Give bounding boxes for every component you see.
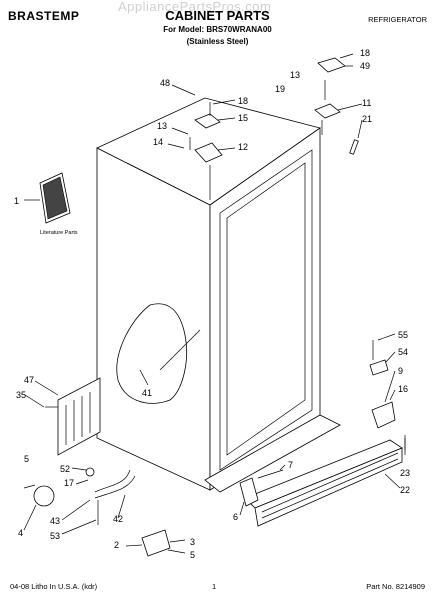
callout-47: 47: [24, 375, 34, 385]
callout-13-right: 13: [290, 70, 300, 80]
callout-21: 21: [362, 114, 372, 124]
callout-42: 42: [113, 514, 123, 524]
callout-55: 55: [398, 330, 408, 340]
callout-15: 15: [238, 113, 248, 123]
callout-13-left: 13: [157, 121, 167, 131]
literature-parts-label: Literature Parts: [40, 230, 78, 236]
callout-6: 6: [233, 512, 238, 522]
callout-18-mid: 18: [238, 96, 248, 106]
callout-16: 16: [398, 384, 408, 394]
callout-4: 4: [18, 528, 23, 538]
callout-54: 54: [398, 347, 408, 357]
callout-leaders: [23, 53, 406, 547]
callout-17: 17: [64, 478, 74, 488]
callout-53: 53: [50, 531, 60, 541]
callout-19: 19: [275, 84, 285, 94]
right-lower-hardware: [369, 340, 406, 450]
drain-assembly: [23, 467, 186, 557]
top-hinge-assembly: [189, 57, 359, 200]
model-number: For Model: BRS70WRANA00: [163, 25, 272, 34]
footer-part-number: Part No. 8214909: [366, 582, 425, 591]
callout-52: 52: [60, 464, 70, 474]
callout-5-bottom: 5: [190, 550, 195, 560]
callout-7: 7: [288, 460, 293, 470]
callout-35: 35: [16, 390, 26, 400]
literature-parts-booklet: [39, 172, 71, 224]
callout-18-top: 18: [360, 48, 370, 58]
callout-3: 3: [190, 537, 195, 547]
callout-12: 12: [238, 142, 248, 152]
callout-1: 1: [14, 196, 19, 206]
footer-print-info: 04-08 Litho In U.S.A. (kdr): [10, 582, 98, 591]
callout-2: 2: [114, 540, 119, 550]
callout-5-left: 5: [24, 454, 29, 464]
callout-41: 41: [142, 388, 152, 398]
callout-49: 49: [360, 61, 370, 71]
page-title: CABINET PARTS: [165, 8, 270, 23]
footer-page-number: 1: [212, 582, 217, 591]
callout-labels: 1 48 18 49 13 19 11 21 18 15 13 14 12 55…: [14, 48, 410, 560]
model-finish: (Stainless Steel): [186, 37, 249, 46]
callout-48: 48: [160, 78, 170, 88]
callout-43: 43: [50, 516, 60, 526]
cabinet-shell: [96, 97, 341, 493]
base-grille: [239, 439, 403, 527]
watermark: AppliancePartsPros.com: [118, 0, 272, 14]
callout-22: 22: [400, 485, 410, 495]
rear-vent-panel: [45, 377, 101, 456]
callout-14: 14: [153, 137, 163, 147]
callout-9: 9: [398, 366, 403, 376]
category-label: REFRIGERATOR: [368, 15, 427, 24]
brand-logo: BRASTEMP: [8, 9, 80, 23]
callout-23: 23: [400, 468, 410, 478]
callout-11: 11: [362, 98, 371, 108]
